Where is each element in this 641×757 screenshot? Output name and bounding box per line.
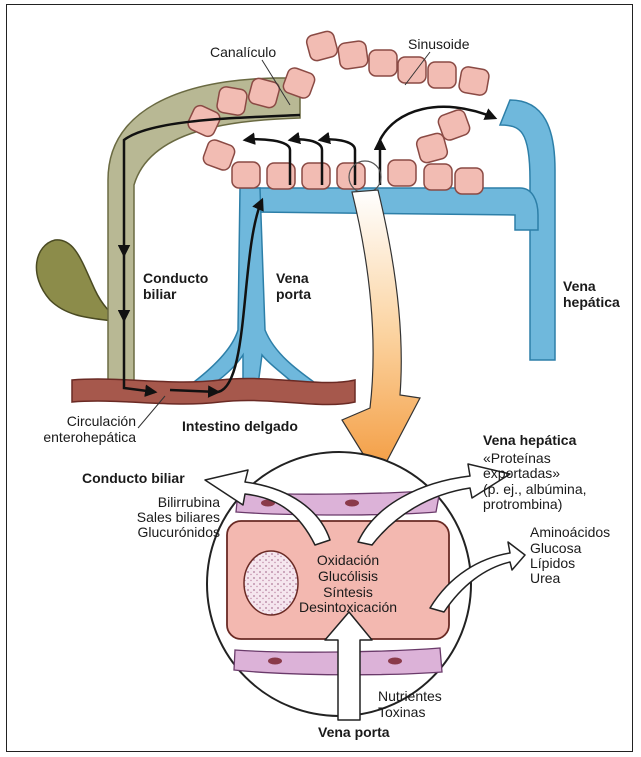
label-bilirrubina: Bilirrubina xyxy=(100,494,220,510)
portal-branch xyxy=(240,188,538,230)
label-vena-porta-top-1: Vena xyxy=(276,270,309,286)
label-circulacion-2: enterohepática xyxy=(18,429,136,445)
label-proteinas-3: (p. ej., albúmina, xyxy=(483,481,587,497)
label-vena-porta-bottom: Vena porta xyxy=(318,724,390,740)
label-proteinas-2: exportadas» xyxy=(483,465,560,481)
label-proteinas-1: «Proteínas xyxy=(483,450,551,466)
label-desintoxicacion: Desintoxicación xyxy=(288,599,408,615)
label-canaliculo: Canalículo xyxy=(210,44,276,60)
label-sales-biliares: Sales biliares xyxy=(100,509,220,525)
gallbladder xyxy=(36,240,118,322)
label-conducto-biliar-top-1: Conducto xyxy=(143,270,208,286)
label-intestino: Intestino delgado xyxy=(182,418,298,434)
label-oxidacion: Oxidación xyxy=(288,552,408,568)
label-conducto-biliar-top-2: biliar xyxy=(143,286,176,302)
zoom-arrow xyxy=(342,190,420,478)
label-urea: Urea xyxy=(530,570,560,586)
label-toxinas: Toxinas xyxy=(378,704,425,720)
label-glucolisis: Glucólisis xyxy=(288,568,408,584)
label-sinusoide: Sinusoide xyxy=(408,36,470,52)
label-nutrientes: Nutrientes xyxy=(378,688,442,704)
label-vena-hepatica-bottom: Vena hepática xyxy=(483,432,576,448)
label-vena-porta-top-2: porta xyxy=(276,286,311,302)
label-vena-hepatica-top-1: Vena xyxy=(563,278,596,294)
label-circulacion-1: Circulación xyxy=(18,413,136,429)
label-vena-hepatica-top-2: hepática xyxy=(563,294,620,310)
label-sintesis: Síntesis xyxy=(288,584,408,600)
label-glucosa: Glucosa xyxy=(530,540,581,556)
label-lipidos: Lípidos xyxy=(530,555,575,571)
label-proteinas-4: protrombina) xyxy=(483,496,562,512)
label-aminoacidos: Aminoácidos xyxy=(530,524,610,540)
label-conducto-biliar-bottom: Conducto biliar xyxy=(82,470,185,486)
label-glucuronidos: Glucurónidos xyxy=(100,524,220,540)
